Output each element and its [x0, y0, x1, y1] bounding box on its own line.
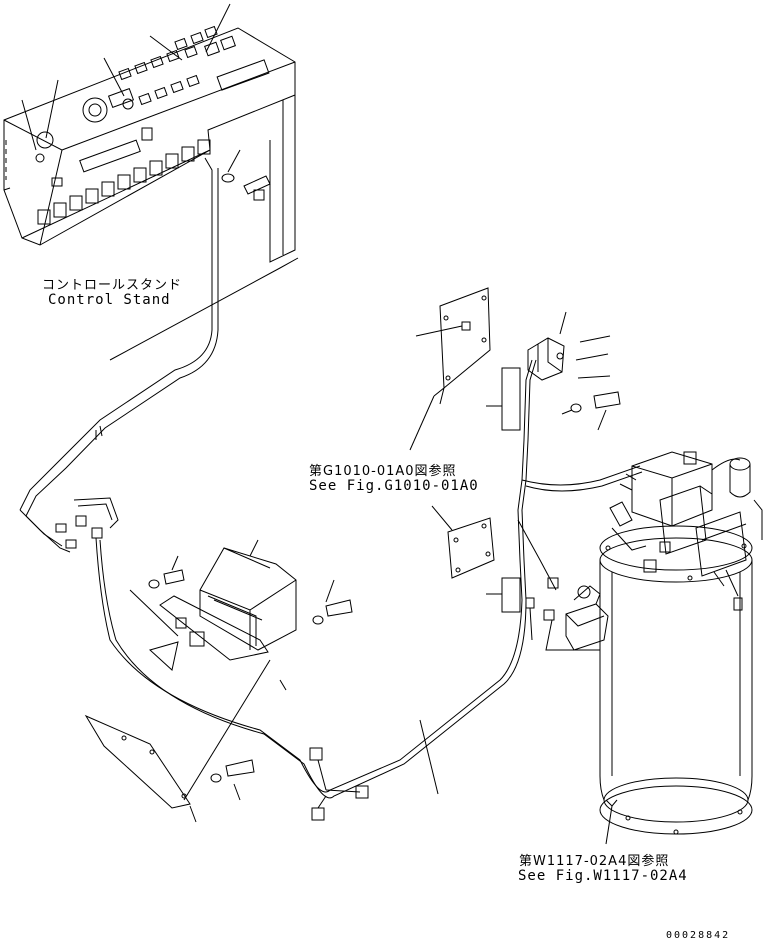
box-bolts — [149, 556, 352, 624]
reference-g1010-en: See Fig.G1010-01A0 — [309, 478, 479, 494]
lower-connectors — [280, 680, 438, 820]
control-stand — [4, 4, 298, 360]
reference-w1117-jp: 第W1117-02A4図参照 — [519, 854, 670, 869]
tank — [600, 526, 752, 834]
right-harness — [486, 360, 642, 650]
tank-valve-block — [610, 452, 762, 610]
switch-bracket — [528, 312, 620, 430]
main-harness — [20, 158, 526, 798]
solenoid-valve — [566, 586, 608, 650]
reference-w1117-en: See Fig.W1117-02A4 — [518, 868, 688, 884]
control-stand-label-jp: コントロールスタンド — [42, 278, 183, 293]
stand-bolt — [222, 174, 270, 200]
top-plate — [410, 288, 490, 450]
middle-plate — [432, 506, 494, 578]
control-stand-label-en: Control Stand — [48, 292, 171, 308]
mounting-plate — [86, 660, 270, 822]
document-number: 00028842 — [666, 930, 731, 941]
controller-box — [130, 540, 296, 670]
reference-g1010-jp: 第G1010-01A0図参照 — [309, 464, 457, 479]
reference-arrows — [606, 800, 617, 844]
